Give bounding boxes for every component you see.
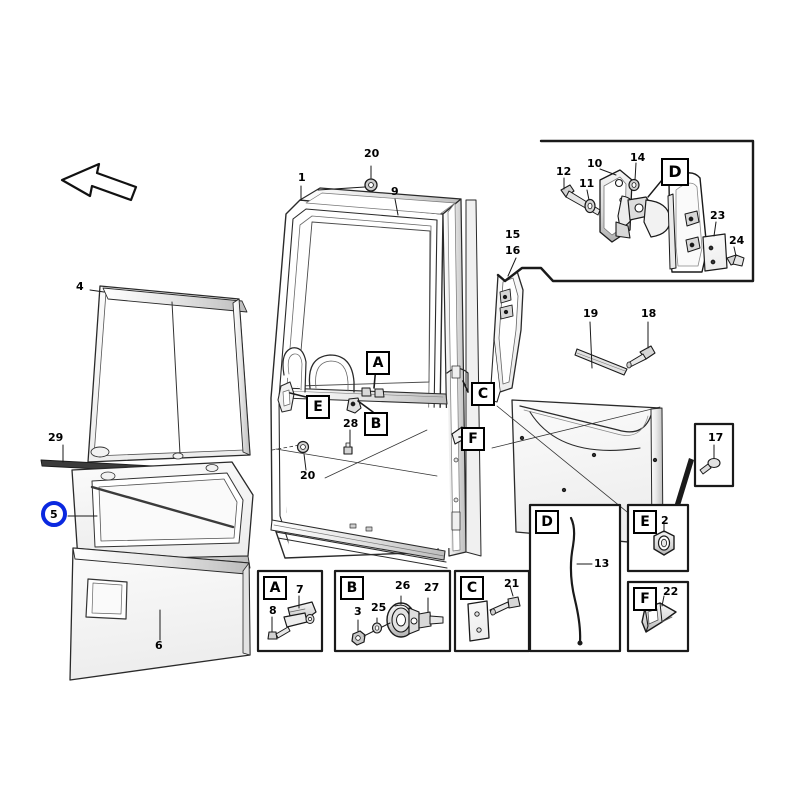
callout-4: 4: [76, 280, 84, 293]
callout-10: 10: [587, 157, 603, 170]
callout-leader-lines: [62, 162, 737, 641]
callout-26: 26: [395, 579, 411, 592]
detail-box-tag-D: D: [535, 510, 559, 534]
detail-box-tag-C: C: [460, 576, 484, 600]
letter-marker-B: B: [364, 412, 388, 436]
detail-box-17-frame: [693, 422, 735, 488]
part-19-trim-rail: [574, 348, 628, 376]
callout-20-top: 20: [364, 147, 380, 160]
part-4-window-glass: [87, 285, 251, 463]
callout-29: 29: [48, 431, 64, 444]
callout-24: 24: [729, 234, 745, 247]
letter-marker-F: F: [461, 427, 485, 451]
detail-box-tag-A: A: [263, 576, 287, 600]
detail-box-tag-B: B: [340, 576, 364, 600]
callout-14: 14: [630, 151, 646, 164]
callout-20-bottom: 20: [300, 469, 316, 482]
callout-6: 6: [155, 639, 163, 652]
letter-marker-D-top: D: [661, 158, 689, 186]
part-20-bolt-lower: [296, 440, 310, 454]
detail-box-A-frame: [256, 569, 324, 653]
callout-2: 2: [661, 514, 669, 527]
callout-8: 8: [269, 604, 277, 617]
callout-25: 25: [371, 601, 387, 614]
direction-arrow-icon: [60, 162, 138, 202]
part-28-clip: [343, 442, 353, 455]
letter-marker-A: A: [366, 351, 390, 375]
part-18-bolt: [626, 345, 656, 369]
callout-17: 17: [708, 431, 724, 444]
callout-28: 28: [343, 417, 359, 430]
callout-11: 11: [579, 177, 595, 190]
part-15-16-hinge-pillar: [489, 267, 524, 403]
callout-16: 16: [505, 244, 521, 257]
callout-22: 22: [663, 585, 679, 598]
callout-23: 23: [710, 209, 726, 222]
callout-27: 27: [424, 581, 440, 594]
callout-9: 9: [391, 185, 399, 198]
highlight-circle-part-5: [41, 501, 67, 527]
callout-7: 7: [296, 583, 304, 596]
part-1-9-door-frame: [270, 165, 482, 569]
detail-box-tag-F: F: [633, 587, 657, 611]
letter-marker-E: E: [306, 395, 330, 419]
callout-12: 12: [556, 165, 572, 178]
callout-5-highlighted: 5: [50, 508, 58, 521]
callout-15: 15: [505, 228, 521, 241]
detail-box-D-contents: [560, 169, 745, 273]
callout-3: 3: [354, 605, 362, 618]
callout-19: 19: [583, 307, 599, 320]
callout-13: 13: [594, 557, 610, 570]
callout-18: 18: [641, 307, 657, 320]
part-20-nut-top: [364, 178, 378, 192]
detail-box-tag-E: E: [633, 510, 657, 534]
callout-21: 21: [504, 577, 520, 590]
letter-marker-C: C: [471, 382, 495, 406]
callout-1: 1: [298, 171, 306, 184]
